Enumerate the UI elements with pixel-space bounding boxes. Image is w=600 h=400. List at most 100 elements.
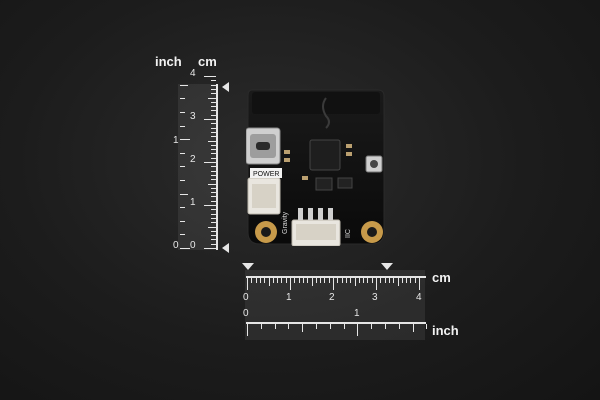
horizontal-cm-tick [255, 278, 257, 283]
vertical-cm-tick [211, 166, 216, 168]
horizontal-cm-tick [272, 278, 274, 283]
horizontal-inch-tick [357, 324, 359, 336]
horizontal-inch-tick [316, 324, 317, 329]
vertical-inch-num-1: 1 [173, 135, 179, 146]
horizontal-left-marker [242, 263, 254, 270]
horizontal-cm-tick [259, 278, 261, 283]
vertical-inch-tick [180, 84, 188, 86]
vertical-cm-tick [211, 123, 216, 125]
vertical-inch-tick [180, 98, 185, 100]
vertical-cm-tick [211, 170, 216, 172]
vertical-cm-tick [211, 217, 216, 219]
vertical-cm-tick [208, 140, 216, 142]
vertical-inch-tick [180, 180, 185, 181]
horizontal-cm-tick [264, 278, 266, 283]
vertical-cm-num-2: 2 [190, 154, 196, 165]
horizontal-cm-tick [298, 278, 300, 283]
horizontal-cm-label: cm [432, 270, 451, 285]
vertical-inch-tick [180, 220, 185, 222]
gravity-board: POWER IN Gravity IIC [245, 86, 386, 247]
vertical-bottom-marker [222, 243, 229, 253]
horizontal-cm-tick [406, 278, 408, 283]
vertical-inch-tick [180, 166, 185, 168]
vertical-ruler-spine [216, 84, 218, 250]
board-illustration: POWER IN Gravity IIC [245, 89, 385, 247]
vertical-cm-tick [211, 136, 216, 138]
vertical-cm-num-0: 0 [190, 240, 196, 251]
horizontal-inch-tick [426, 324, 428, 329]
horizontal-cm-tick [363, 278, 365, 283]
vertical-cm-tick [211, 110, 216, 112]
horizontal-inch-tick [398, 324, 400, 329]
horizontal-cm-tick [281, 278, 283, 283]
power-in-silkscreen: POWER IN [253, 171, 288, 178]
horizontal-right-marker [381, 263, 393, 270]
vertical-cm-tick [211, 149, 216, 151]
vertical-cm-num-4: 4 [190, 68, 196, 79]
horizontal-inch-tick [247, 324, 248, 336]
horizontal-cm-tick [333, 278, 334, 290]
horizontal-cm-tick [345, 278, 347, 283]
horizontal-cm-tick [393, 278, 395, 283]
horizontal-cm-tick [354, 278, 356, 286]
antenna-trace [322, 97, 330, 129]
vertical-cm-tick [211, 209, 216, 211]
vertical-cm-tick [211, 153, 216, 155]
vertical-cm-tick [211, 114, 216, 116]
horizontal-inch-num-0: 0 [243, 308, 249, 319]
horizontal-cm-tick [410, 278, 412, 283]
vertical-cm-tick [211, 243, 216, 245]
vertical-cm-tick [211, 127, 216, 129]
horizontal-inch-tick [302, 324, 304, 332]
vertical-cm-tick [211, 106, 216, 108]
iic-silkscreen: IIC [345, 229, 352, 238]
horizontal-inch-label: inch [432, 323, 459, 338]
horizontal-cm-tick [341, 278, 343, 283]
horizontal-cm-tick [384, 278, 386, 283]
vertical-cm-tick [204, 119, 216, 120]
vertical-cm-tick [211, 187, 216, 189]
horizontal-inch-tick [385, 324, 386, 329]
vertical-cm-tick [204, 162, 216, 163]
vertical-inch-tick [180, 139, 190, 141]
horizontal-cm-tick [371, 278, 373, 283]
main-chip [309, 139, 341, 171]
horizontal-inch-tick [260, 324, 262, 329]
horizontal-cm-tick [277, 278, 279, 283]
vertical-inch-label: inch [155, 54, 182, 69]
horizontal-cm-tick [388, 278, 390, 283]
horizontal-cm-num-0: 0 [243, 292, 249, 303]
horizontal-cm-tick [247, 278, 248, 290]
horizontal-cm-tick [311, 278, 313, 286]
vertical-inch-tick [180, 207, 185, 209]
vertical-cm-tick [211, 239, 216, 241]
horizontal-cm-tick [367, 278, 369, 283]
vertical-inch-tick [180, 193, 188, 195]
vertical-cm-num-1: 1 [190, 197, 196, 208]
vertical-cm-tick [211, 192, 216, 194]
horizontal-cm-tick [302, 278, 304, 283]
horizontal-cm-spine [246, 276, 426, 278]
horizontal-inch-tick [412, 324, 414, 332]
horizontal-cm-tick [285, 278, 287, 283]
vertical-cm-tick [211, 157, 216, 159]
vertical-cm-tick [211, 144, 216, 146]
vertical-cm-tick [211, 93, 216, 95]
horizontal-cm-tick [251, 278, 253, 283]
vertical-cm-tick [211, 88, 216, 90]
horizontal-cm-tick [294, 278, 296, 283]
vertical-cm-tick [211, 230, 216, 232]
vertical-cm-tick [211, 174, 216, 176]
vertical-cm-tick [211, 222, 216, 224]
vertical-inch-tick [180, 125, 185, 127]
vertical-cm-tick [211, 101, 216, 103]
top-antenna-area [252, 92, 380, 114]
vertical-cm-tick [211, 235, 216, 237]
vertical-inch-tick [180, 248, 190, 249]
horizontal-inch-tick [288, 324, 290, 329]
vertical-cm-tick [208, 226, 216, 228]
horizontal-cm-tick [380, 278, 382, 283]
vertical-cm-num-3: 3 [190, 111, 196, 122]
vertical-inch-num-0: 0 [173, 240, 179, 251]
horizontal-cm-tick [290, 278, 291, 290]
